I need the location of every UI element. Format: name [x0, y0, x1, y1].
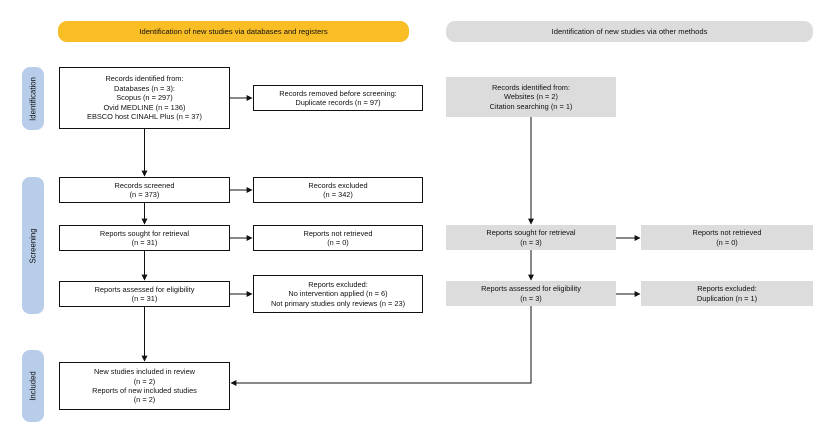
text-line: Websites (n = 2) — [504, 92, 558, 102]
text-line: (n = 342) — [323, 190, 353, 199]
text-line: Ovid MEDLINE (n = 136) — [103, 102, 186, 112]
text-line: Reports sought for retrieval — [486, 228, 576, 238]
text-line: (n = 2) — [133, 395, 156, 405]
other-records-identified-box: Records identified from: Websites (n = 2… — [446, 77, 616, 117]
db-records-identified-box: Records identified from: Databases (n = … — [59, 67, 230, 129]
text-line: Scopus (n = 297) — [116, 93, 173, 103]
other-reports-excluded-box: Reports excluded: Duplication (n = 1) — [641, 281, 813, 306]
text-line: EBSCO host CINAHL Plus (n = 37) — [87, 112, 202, 122]
text-line: Records screened — [114, 180, 175, 190]
header-other-methods: Identification of new studies via other … — [446, 21, 813, 42]
text-line: Reports excluded: — [697, 284, 757, 294]
other-reports-assessed-box: Reports assessed for eligibility (n = 3) — [446, 281, 616, 306]
text-line: Reports of new included studies — [92, 386, 197, 395]
db-reports-not-retrieved-box: Reports not retrieved (n = 0) — [253, 225, 423, 251]
text-line: Databases (n = 3): — [113, 83, 175, 93]
text-line: Records identified from: — [491, 82, 571, 92]
phase-identification: Identification — [22, 67, 44, 130]
text-line: Duplicate records (n = 97) — [295, 98, 381, 107]
text-line: Reports assessed for eligibility — [481, 284, 581, 294]
text-line: (n = 31) — [131, 238, 158, 247]
db-reports-assessed-box: Reports assessed for eligibility (n = 31… — [59, 281, 230, 307]
phase-included: Included — [22, 350, 44, 422]
text-line: Reports assessed for eligibility — [94, 284, 195, 294]
db-reports-excluded-box: Reports excluded: No intervention applie… — [253, 275, 423, 313]
db-records-screened-box: Records screened (n = 373) — [59, 177, 230, 203]
text-line: (n = 373) — [129, 190, 160, 199]
header-other-label: Identification of new studies via other … — [551, 26, 708, 36]
text-line: (n = 31) — [131, 294, 158, 303]
text-line: Records removed before screening: — [279, 88, 397, 98]
text-line: (n = 0) — [716, 237, 738, 247]
arrow-other-assessed-to-included — [230, 306, 532, 386]
text-line: Reports sought for retrieval — [99, 228, 190, 238]
db-records-excluded-box: Records excluded (n = 342) — [253, 177, 423, 203]
text-line: Reports not retrieved — [303, 228, 373, 238]
text-line: Duplication (n = 1) — [696, 293, 758, 303]
db-studies-included-box: New studies included in review (n = 2) R… — [59, 362, 230, 410]
db-records-removed-box: Records removed before screening: Duplic… — [253, 85, 423, 111]
text-line: Reports excluded: — [308, 279, 368, 289]
text-line: Not primary studies only reviews (n = 23… — [270, 298, 406, 308]
db-reports-sought-box: Reports sought for retrieval (n = 31) — [59, 225, 230, 251]
text-line: Reports not retrieved — [692, 228, 762, 238]
text-line: No intervention applied (n = 6) — [288, 289, 388, 299]
text-line: Records excluded — [308, 180, 368, 190]
text-line: (n = 2) — [133, 376, 156, 386]
header-databases: Identification of new studies via databa… — [58, 21, 409, 42]
text-line: (n = 3) — [520, 237, 542, 247]
other-reports-sought-box: Reports sought for retrieval (n = 3) — [446, 225, 616, 250]
text-line: New studies included in review — [93, 367, 196, 377]
text-line: Citation searching (n = 1) — [489, 101, 573, 111]
text-line: Records identified from: — [105, 74, 184, 84]
phase-screening: Screening — [22, 177, 44, 314]
header-databases-label: Identification of new studies via databa… — [139, 26, 328, 36]
other-reports-not-retrieved-box: Reports not retrieved (n = 0) — [641, 225, 813, 250]
text-line: (n = 0) — [327, 238, 349, 247]
text-line: (n = 3) — [520, 293, 542, 303]
